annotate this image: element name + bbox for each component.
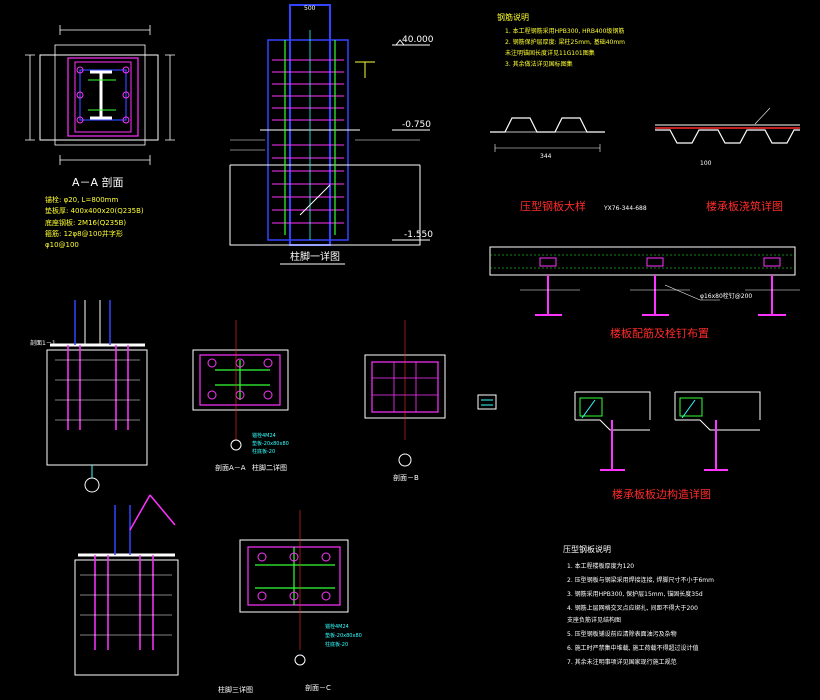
rebar-note-7: 6. 施工时严禁集中堆载, 施工荷载不得超过设计值 — [567, 644, 698, 652]
rebar-note-6: 5. 压型钢板铺设前应清除表面油污及杂物 — [567, 630, 677, 638]
deck-pour-section — [655, 107, 800, 144]
stud-leader-label: φ16x80栓钉@200 — [700, 292, 752, 300]
elev-bot: -1.550 — [404, 230, 433, 240]
section-aa-note-4: 箍筋: 12φ8@100井字形 — [45, 229, 123, 238]
elev-mid: -0.750 — [402, 120, 431, 130]
plan-c2-title: 柱脚三详图 — [218, 685, 253, 694]
rebar-note-1: 1. 本工程楼板厚度为120 — [567, 562, 634, 570]
rebar-note-4: 4. 钢筋上层网格交叉点应绑扎, 间距不得大于200 — [567, 604, 698, 612]
deck-pour-dim: 100 — [700, 160, 712, 167]
deck-profile-title: 压型钢板大样 — [520, 199, 586, 213]
section-aa-plan — [25, 25, 175, 165]
section-c-plan — [239, 510, 349, 666]
bolt-note-a-1: 锚栓4M24 — [252, 432, 276, 439]
column-base-elevations: 40.000 -0.750 -1.550 — [392, 35, 434, 241]
section-b-plan — [364, 320, 497, 467]
bolt-note-c-2: 垫板-20x80x80 — [325, 632, 362, 639]
rebar-note-8: 7. 其余未注明事项详见国家现行施工规范 — [567, 658, 677, 666]
bolt-note-a-3: 柱底板-20 — [252, 448, 275, 455]
bolt-notes-c: 锚栓4M24 垫板-20x80x80 柱底板-20 — [325, 623, 362, 648]
column-base-elevation — [229, 4, 421, 246]
general-note-1: 1. 本工程钢筋采用HPB300, HRB400级钢筋 — [505, 27, 624, 35]
section-lower-left — [74, 494, 179, 676]
general-notes-lines: 1. 本工程钢筋采用HPB300, HRB400级钢筋 2. 钢筋保护层厚度: … — [505, 27, 625, 68]
rebar-note-5: 支座负筋详见结构图 — [567, 616, 621, 624]
bolt-note-a-2: 垫板-20x80x80 — [252, 440, 289, 447]
section-aa-note-5: φ10@100 — [45, 241, 79, 249]
bolt-notes-a: 锚栓4M24 垫板-20x80x80 柱底板-20 — [252, 432, 289, 455]
section-1-1-title: 剖面1－1 — [30, 339, 56, 347]
deck-profile-dim: 344 — [540, 153, 552, 160]
deck-pour-title: 楼承板浇筑详图 — [706, 199, 783, 213]
dim-top: 500 — [304, 5, 316, 12]
edge-title: 楼承板板边构造详图 — [612, 487, 711, 501]
section-1-1 — [46, 300, 148, 493]
section-a-plan — [192, 320, 289, 451]
section-aa-note-3: 底座钢板: 2M16(Q235B) — [45, 218, 126, 227]
elev-top: 40.000 — [402, 35, 434, 45]
section-aa-note-1: 锚栓: φ20, L=800mm — [45, 195, 119, 204]
general-note-3: 未注明锚固长度详见11G101图集 — [505, 49, 595, 57]
general-notes-title: 钢筋说明 — [497, 12, 529, 22]
rebar-notes-title: 压型钢板说明 — [563, 544, 611, 554]
rebar-note-3: 3. 钢筋采用HPB300, 保护层15mm, 锚固长度35d — [567, 590, 703, 598]
deck-profile-spec: YX76-344-688 — [603, 205, 647, 212]
rebar-notes-lines: 1. 本工程楼板厚度为120 2. 压型钢板与钢梁采用焊接连接, 焊脚尺寸不小于… — [567, 562, 714, 666]
edge-detail — [574, 391, 761, 471]
section-c-title: 剖面－C — [305, 683, 331, 692]
general-note-2: 2. 钢筋保护层厚度: 梁柱25mm, 基础40mm — [505, 38, 625, 46]
general-note-4: 3. 其余做法详见国标图集 — [505, 60, 573, 68]
column-base-title: 柱脚一详图 — [290, 250, 340, 263]
bolt-note-c-3: 柱底板-20 — [325, 641, 348, 648]
section-aa-note-2: 垫板厚: 400x400x20(Q235B) — [45, 206, 144, 215]
stud-title: 楼板配筋及栓钉布置 — [610, 326, 709, 340]
section-aa-notes: 锚栓: φ20, L=800mm 垫板厚: 400x400x20(Q235B) … — [45, 195, 144, 249]
section-b-title: 剖面－B — [393, 473, 419, 482]
plan-c-title: 柱脚二详图 — [252, 463, 287, 472]
floor-slab-section — [489, 246, 800, 316]
section-a-title: 剖面A－A — [215, 463, 246, 472]
rebar-note-2: 2. 压型钢板与钢梁采用焊接连接, 焊脚尺寸不小于6mm — [567, 576, 714, 584]
section-aa-title: A－A 剖面 — [72, 175, 124, 189]
deck-profile-section — [490, 117, 605, 152]
bolt-note-c-1: 锚栓4M24 — [325, 623, 349, 630]
